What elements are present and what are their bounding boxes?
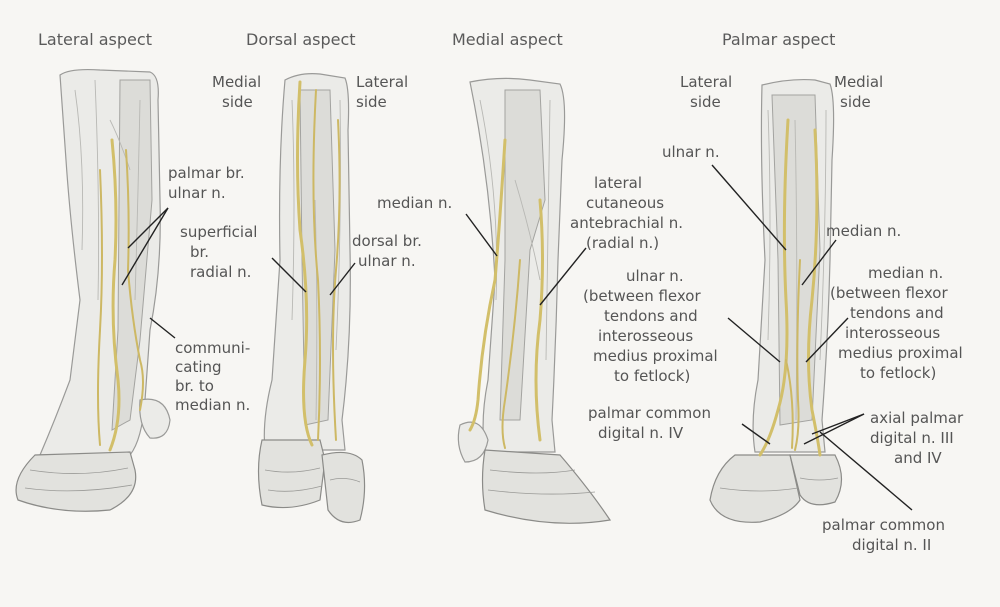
title-lateral-aspect: Lateral aspect: [38, 30, 152, 49]
label-median-medial: median n.: [377, 194, 452, 212]
label-palmar-br-ulnar: palmar br.ulnar n.: [168, 164, 245, 202]
title-dorsal-aspect: Dorsal aspect: [246, 30, 356, 49]
label-ulnar-palmar: ulnar n.: [662, 143, 720, 161]
title-medial-aspect: Medial aspect: [452, 30, 563, 49]
label-dorsal-br-ulnar: dorsal br.ulnar n.: [352, 232, 422, 270]
title-palmar-aspect: Palmar aspect: [722, 30, 835, 49]
label-median-palmar: median n.: [826, 222, 901, 240]
